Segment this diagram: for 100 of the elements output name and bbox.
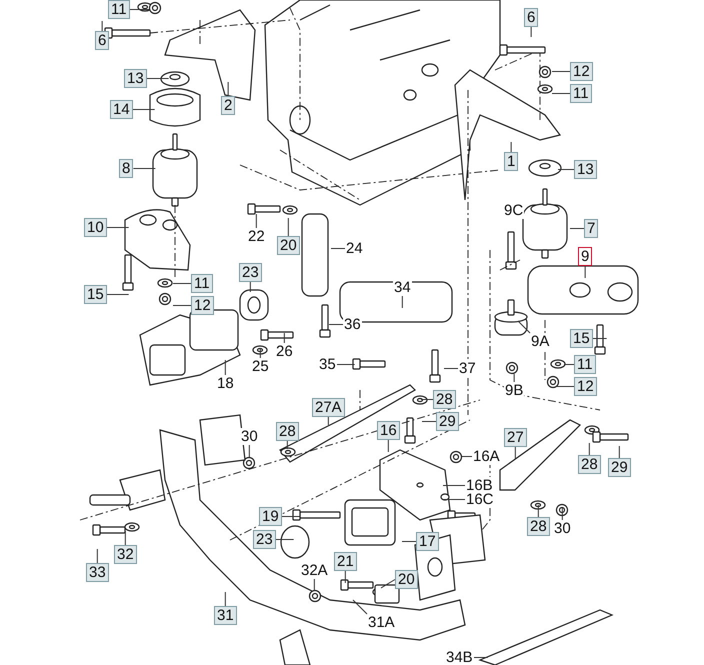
callout-number: 27	[504, 428, 527, 447]
leader-line	[132, 109, 156, 110]
leader-line	[129, 9, 150, 10]
leader-line	[352, 600, 368, 614]
callout-number: 12	[191, 296, 214, 315]
callout-number: 14	[110, 100, 133, 119]
callout-number: 30	[240, 428, 259, 445]
leader-line	[552, 71, 570, 72]
leader-line	[552, 93, 570, 94]
leader-line	[538, 504, 539, 518]
leader-line	[172, 283, 192, 284]
callout-number: 6	[524, 8, 538, 27]
callout-number: 15	[84, 285, 107, 304]
callout-number: 9B	[504, 382, 524, 399]
leader-line	[248, 444, 250, 458]
leader-line	[402, 541, 416, 542]
leader-line	[564, 364, 574, 365]
callout-number: 28	[276, 422, 299, 441]
leader-line	[592, 338, 608, 339]
callout-number: 2	[221, 96, 236, 115]
leader-line	[473, 657, 488, 658]
leader-line	[442, 499, 466, 500]
leader-line	[514, 374, 515, 382]
leader-line	[402, 296, 403, 308]
leader-line	[556, 386, 574, 387]
leader-line	[106, 227, 130, 228]
callout-number: 20	[277, 236, 300, 255]
leader-line	[388, 440, 389, 452]
callout-number: 9	[578, 247, 592, 266]
leader-line	[228, 82, 229, 96]
leader-line	[106, 294, 130, 295]
callout-number: 23	[253, 530, 276, 549]
leader-line	[462, 456, 472, 457]
callout-number: 15	[570, 329, 593, 348]
callout-number: 33	[86, 563, 109, 582]
callout-number: 34B	[445, 649, 474, 665]
leader-line	[256, 214, 257, 228]
callout-number: 11	[574, 355, 596, 374]
callout-number: 29	[436, 412, 459, 431]
leader-line	[224, 592, 226, 606]
leader-line	[286, 440, 288, 450]
callout-number: 12	[574, 377, 597, 396]
leader-line	[584, 266, 586, 278]
leader-line	[618, 446, 620, 458]
callout-number: 32	[114, 545, 137, 564]
leader-line	[330, 248, 346, 249]
leader-line	[422, 421, 436, 422]
callout-number: 20	[395, 570, 418, 589]
leader-line	[124, 530, 126, 546]
leader-line	[260, 348, 261, 358]
leader-line	[250, 282, 251, 292]
leader-line	[96, 548, 98, 564]
leader-line	[102, 20, 103, 32]
leader-line	[281, 516, 300, 517]
callout-number: 13	[124, 69, 147, 88]
callout-number: 16C	[465, 491, 495, 508]
callout-number: 6	[95, 31, 110, 50]
leader-line	[510, 142, 512, 152]
callout-number: 13	[574, 160, 597, 179]
leader-line	[328, 324, 344, 325]
leader-line	[420, 399, 434, 400]
leader-line	[146, 78, 170, 79]
leader-line	[514, 446, 516, 460]
leader-line	[172, 305, 192, 306]
callout-number: 8	[119, 159, 134, 178]
callout-number: 28	[527, 517, 550, 536]
callout-number: 27A	[312, 398, 345, 417]
callout-number: 9A	[530, 333, 550, 350]
callout-number: 11	[570, 84, 592, 103]
callout-number: 31	[214, 606, 237, 625]
leader-line	[558, 169, 574, 170]
leader-line	[442, 485, 466, 486]
callout-number: 7	[584, 219, 598, 238]
leader-line	[570, 228, 584, 229]
callout-number: 12	[570, 62, 593, 81]
leader-line	[284, 332, 285, 344]
callout-number: 1	[504, 152, 518, 171]
leader-line	[380, 579, 396, 588]
leader-line	[288, 218, 289, 236]
leader-line	[132, 168, 156, 169]
callout-number: 11	[191, 274, 213, 293]
callout-number: 21	[334, 552, 357, 571]
callout-number: 23	[239, 263, 262, 282]
leader-line	[328, 416, 329, 426]
callout-number: 28	[578, 455, 601, 474]
callout-number: 11	[108, 0, 130, 19]
callout-number: 16A	[472, 448, 501, 465]
callout-number: 9C	[503, 202, 524, 219]
callout-number: 17	[416, 532, 439, 551]
callout-number: 29	[608, 458, 631, 477]
callout-number: 16	[377, 421, 400, 440]
leader-line	[314, 578, 315, 592]
callout-number: 28	[433, 390, 456, 409]
leader-line	[444, 368, 458, 369]
leader-line	[562, 508, 563, 520]
leader-line	[588, 442, 590, 456]
callout-number: 19	[259, 507, 282, 526]
leader-line	[224, 360, 226, 376]
leader-line	[518, 320, 530, 334]
callout-number: 37	[458, 360, 477, 377]
